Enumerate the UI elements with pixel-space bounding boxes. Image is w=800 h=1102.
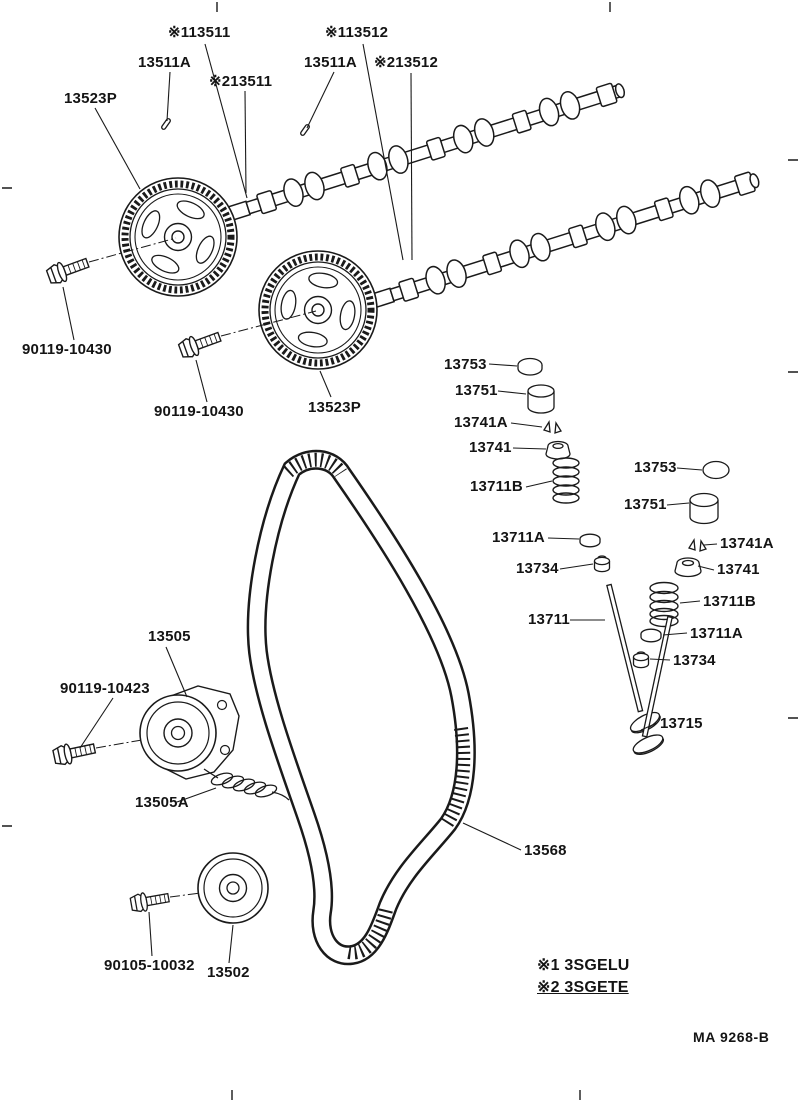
tension-spring-13505a-drawing — [203, 768, 290, 801]
camshaft-1-drawing — [227, 82, 626, 222]
callout-13734-mid: 13734 — [516, 560, 559, 577]
bolt-90119-10430-a-drawing — [45, 257, 90, 284]
callout-13711b-mid: 13711B — [470, 478, 523, 495]
callout-13711: 13711 — [528, 611, 570, 628]
callout-90119-10430-b: 90119-10430 — [154, 403, 244, 420]
callout-13511-star2: ※213511 — [209, 73, 273, 90]
legend-variant-1: ※1 3SGELU — [537, 957, 630, 974]
callout-13511a-right: 13511A — [304, 54, 357, 71]
callout-13505a: 13505A — [135, 794, 189, 811]
callout-13741a-mid: 13741A — [454, 414, 508, 431]
callout-13741-right: 13741 — [717, 561, 760, 578]
callout-13511-star1: ※113511 — [168, 24, 231, 41]
valve-13715-drawing — [632, 615, 673, 755]
callout-13711b-right: 13711B — [703, 593, 756, 610]
callout-13523p-bottom: 13523P — [308, 399, 361, 416]
callout-13751-right: 13751 — [624, 496, 667, 513]
callout-13753-right: 13753 — [634, 459, 677, 476]
pin-13511a-drawing — [161, 118, 310, 136]
callout-13734-right: 13734 — [673, 652, 716, 669]
bolt-90119-10423-drawing — [52, 743, 97, 766]
callout-13511a-left: 13511A — [138, 54, 191, 71]
cam-pulley-2-drawing — [258, 250, 378, 370]
callout-90119-10423: 90119-10423 — [60, 680, 150, 697]
callout-13741a-right: 13741A — [720, 535, 774, 552]
callout-13512-star1: ※113512 — [325, 24, 389, 41]
callout-13711a-mid: 13711A — [492, 529, 545, 546]
callout-90105-10032: 90105-10032 — [104, 957, 195, 974]
callout-13753-mid: 13753 — [444, 356, 487, 373]
callout-13711a-right: 13711A — [690, 625, 743, 642]
cam-pulley-1-drawing — [118, 177, 238, 297]
callout-13751-mid: 13751 — [455, 382, 498, 399]
leader-lines — [62, 43, 718, 964]
valve-set-mid-drawing — [517, 357, 611, 573]
bolt-90105-10032-drawing — [129, 892, 170, 913]
callout-13512-star2: ※213512 — [374, 54, 439, 71]
camshaft-2-drawing — [371, 171, 760, 309]
idler-pulley-13505-drawing — [139, 685, 240, 780]
callout-13502: 13502 — [207, 964, 250, 981]
bolt-90119-10430-b-drawing — [177, 331, 222, 358]
timing-belt-drawing — [246, 449, 476, 966]
callout-90119-10430-a: 90119-10430 — [22, 341, 112, 358]
callout-13568: 13568 — [524, 842, 567, 859]
callout-13505: 13505 — [148, 628, 191, 645]
callout-13741-mid: 13741 — [469, 439, 512, 456]
legend-variant-2: ※2 3SGETE — [537, 979, 629, 996]
idler-pulley-13502-drawing — [197, 852, 269, 924]
figure-code: MA 9268-B — [693, 1029, 770, 1045]
callout-13715: 13715 — [660, 715, 703, 732]
callout-13523p-top: 13523P — [64, 90, 117, 107]
valve-set-right-drawing — [632, 460, 730, 669]
